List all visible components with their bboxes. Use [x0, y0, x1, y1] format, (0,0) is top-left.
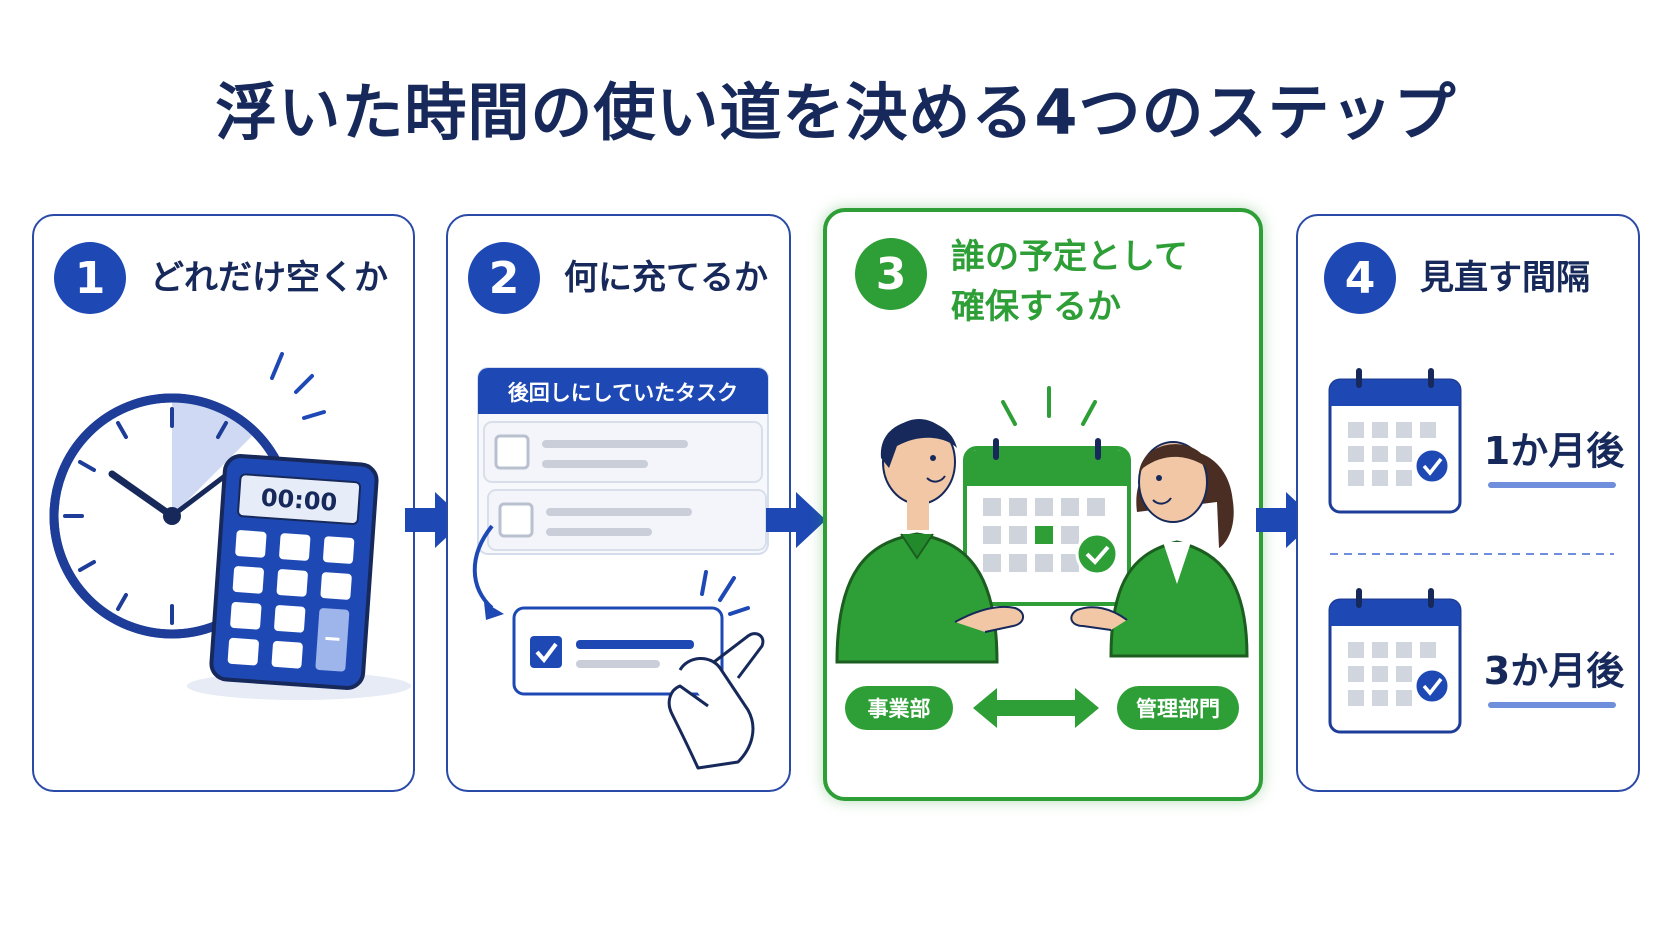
- underline: [1488, 702, 1616, 708]
- page-title: 浮いた時間の使い道を決める4つのステップ: [215, 76, 1457, 149]
- right-department-label: 管理部門: [1117, 686, 1239, 730]
- step-card-2: 2 何に充てるか 後回しにしていたタスク: [446, 214, 791, 792]
- task-list-header: 後回しにしていたタスク: [508, 381, 738, 405]
- man-icon: [835, 419, 1024, 664]
- checkbox-checked-icon: [530, 636, 562, 668]
- svg-text:事業部: 事業部: [868, 697, 931, 721]
- calendar-check-icon: [963, 438, 1131, 606]
- task-list: 後回しにしていたタスク: [477, 367, 769, 555]
- calendar-check-icon: [1328, 588, 1462, 734]
- calendar-check-icon: [1328, 368, 1462, 514]
- calculator-display: 00:00: [260, 484, 338, 517]
- step-title: 誰の予定として 確保するか: [951, 237, 1188, 327]
- step-number-badge: 3: [855, 238, 927, 310]
- step-number-badge: 1: [54, 242, 126, 314]
- step-title: どれだけ空くか: [150, 258, 388, 298]
- step-number-badge: 2: [468, 242, 540, 314]
- double-arrow-icon: [973, 688, 1099, 728]
- sparkle-icon: [700, 570, 750, 616]
- curved-arrow-icon: [472, 524, 504, 620]
- step-title: 見直す間隔: [1420, 258, 1590, 298]
- step-card-1: 1 どれだけ空くか: [32, 214, 415, 792]
- svg-text:管理部門: 管理部門: [1136, 697, 1220, 721]
- underline: [1488, 482, 1616, 488]
- selected-task-card: [512, 606, 724, 696]
- step-number-badge: 4: [1324, 242, 1396, 314]
- step-title: 何に充てるか: [564, 258, 768, 298]
- step-card-4: 4 見直す間隔 1か月後: [1296, 214, 1640, 792]
- calculator-icon: 00:00: [187, 454, 411, 700]
- left-department-label: 事業部: [845, 686, 953, 730]
- sparkle-icon: [270, 352, 326, 420]
- hand-icon: [667, 632, 765, 770]
- woman-icon: [1070, 441, 1249, 658]
- checkbox-icon: [494, 434, 530, 470]
- interval-label: 1か月後: [1484, 429, 1625, 473]
- arrow-right-icon: [766, 492, 826, 548]
- checkbox-icon: [498, 502, 534, 538]
- step-card-3: 3 誰の予定として 確保するか: [823, 208, 1263, 801]
- interval-label: 3か月後: [1484, 649, 1625, 693]
- sparkle-icon: [1001, 386, 1097, 426]
